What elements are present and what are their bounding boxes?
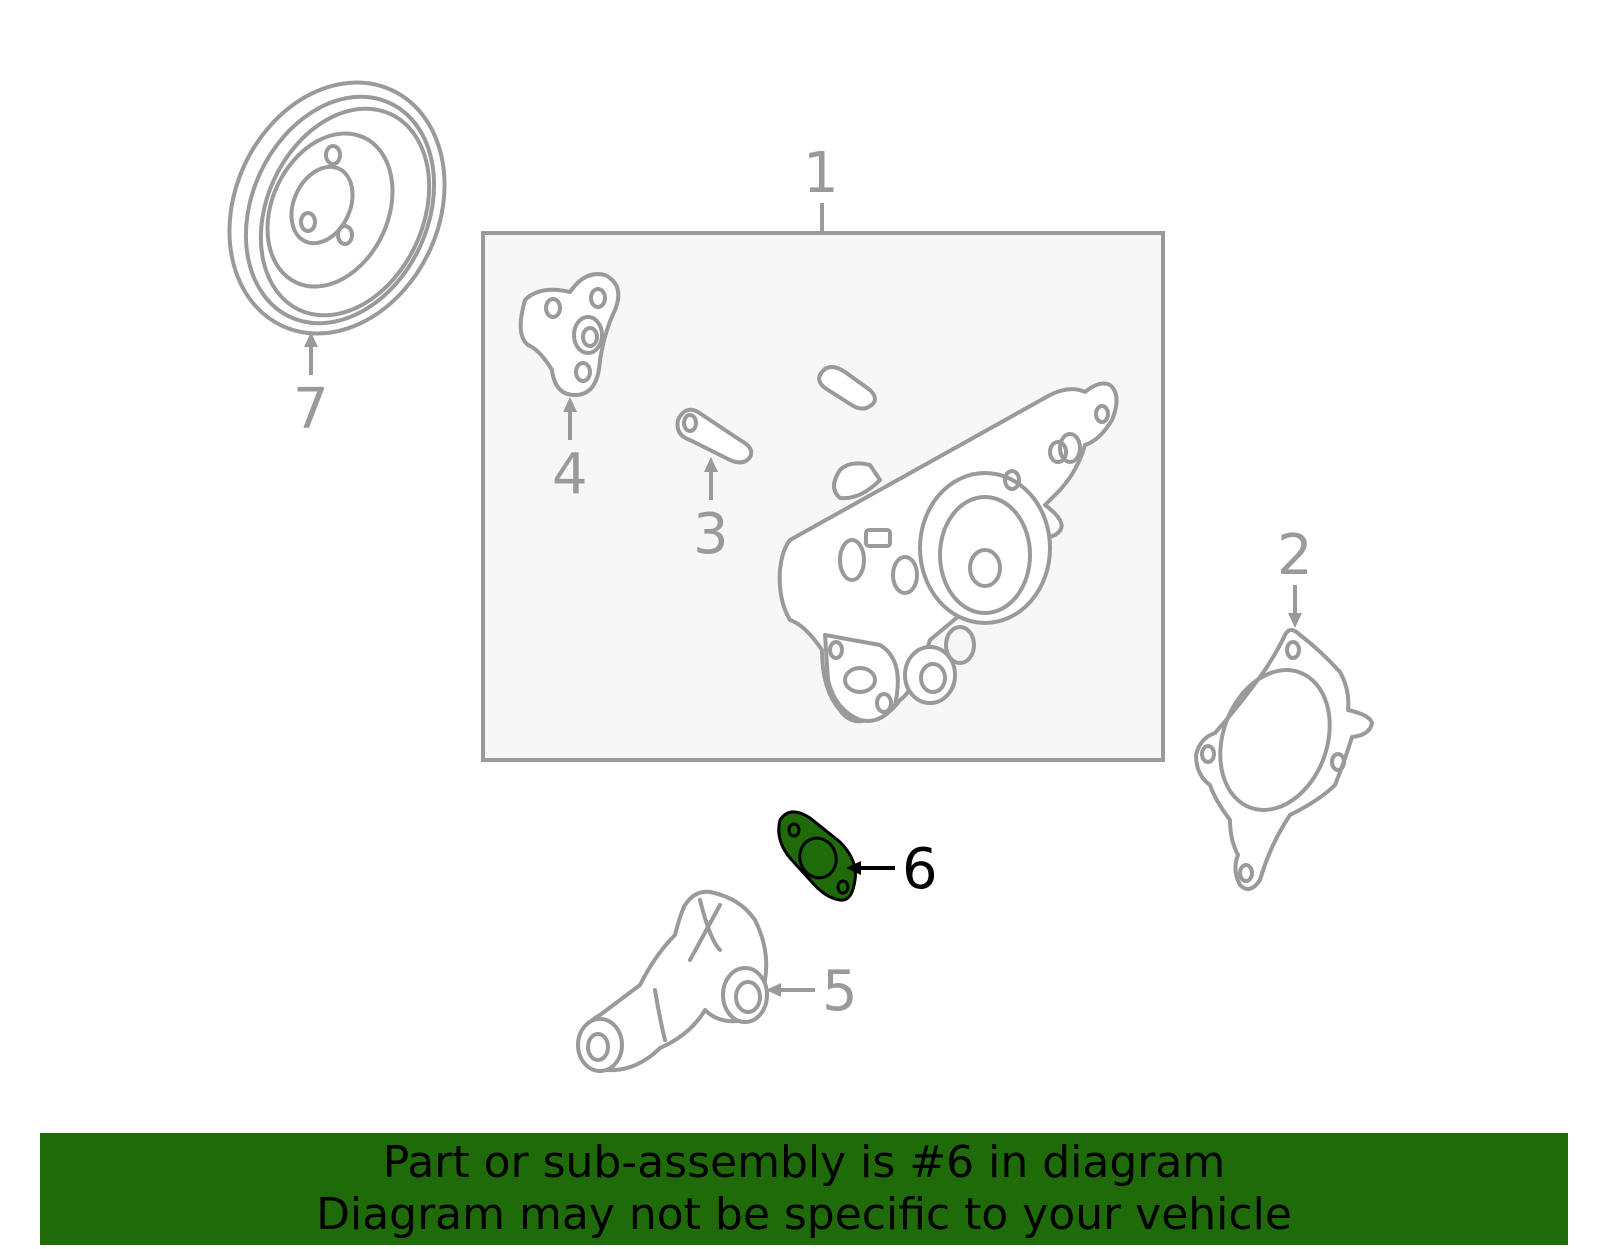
part-3-stud[interactable] — [675, 407, 754, 465]
callout-7[interactable]: 7 — [293, 377, 329, 442]
part-2-gasket[interactable] — [1194, 628, 1374, 891]
arrow-3 — [704, 457, 718, 472]
arrow-4 — [563, 397, 577, 412]
part-6-gasket-highlighted[interactable] — [777, 810, 857, 902]
info-banner: Part or sub-assembly is #6 in diagram Di… — [40, 1133, 1568, 1245]
arrow-6 — [846, 861, 861, 875]
arrow-7 — [304, 332, 318, 347]
callout-6[interactable]: 6 — [902, 837, 938, 902]
callout-5[interactable]: 5 — [822, 959, 858, 1024]
arrow-2 — [1288, 613, 1302, 628]
callout-2[interactable]: 2 — [1277, 523, 1313, 588]
part-1-water-pump[interactable] — [777, 381, 1119, 724]
part-7-pulley[interactable] — [190, 47, 485, 369]
callout-3[interactable]: 3 — [693, 502, 729, 567]
banner-line-1: Part or sub-assembly is #6 in diagram — [382, 1137, 1226, 1188]
part-5-outlet[interactable] — [576, 889, 769, 1073]
callout-4[interactable]: 4 — [552, 442, 588, 507]
arrow-5 — [766, 983, 781, 997]
banner-line-2: Diagram may not be specific to your vehi… — [316, 1189, 1292, 1240]
part-pin — [817, 365, 877, 411]
part-4-flange[interactable] — [518, 272, 621, 397]
callout-1[interactable]: 1 — [803, 141, 839, 206]
